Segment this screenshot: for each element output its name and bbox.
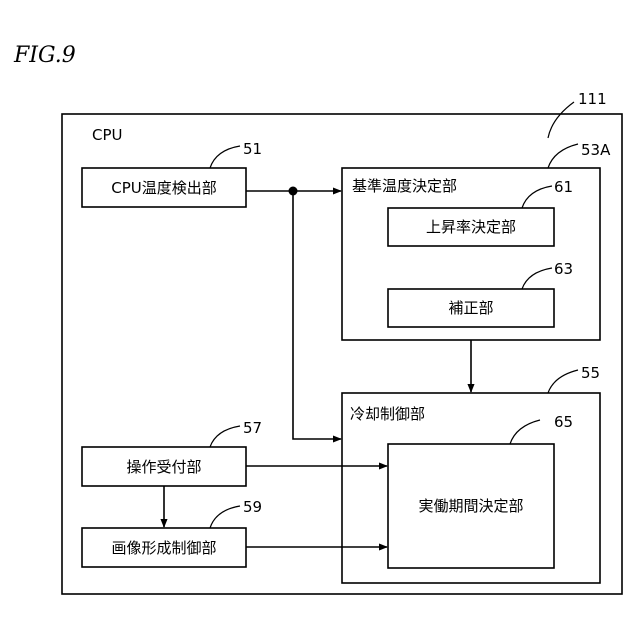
work-period-determiner-ref: 65: [554, 413, 573, 431]
correction-unit-label: 補正部: [448, 299, 493, 317]
cooling-controller-label: 冷却制御部: [350, 405, 425, 423]
operation-acceptor-ref: 57: [243, 419, 262, 437]
cpu-temp-detector-label: CPU温度検出部: [111, 179, 217, 197]
cooling-controller-ref: 55: [581, 364, 600, 382]
rise-rate-determiner-label: 上昇率決定部: [426, 218, 516, 236]
cpu-ref: 111: [578, 90, 607, 108]
rise-rate-determiner-ref: 61: [554, 178, 573, 196]
image-formation-controller-label: 画像形成制御部: [111, 539, 216, 557]
correction-unit-ref: 63: [554, 260, 573, 278]
operation-acceptor-label: 操作受付部: [126, 458, 201, 476]
cpu-temp-detector-ref: 51: [243, 140, 262, 158]
ref-temp-determiner-label: 基準温度決定部: [352, 177, 457, 195]
work-period-determiner-label: 実働期間決定部: [418, 497, 523, 515]
ref-temp-determiner-ref: 53A: [581, 141, 611, 159]
image-formation-controller-ref: 59: [243, 498, 262, 516]
cpu-label: CPU: [92, 126, 123, 144]
figure-title: FIG.9: [13, 43, 76, 68]
